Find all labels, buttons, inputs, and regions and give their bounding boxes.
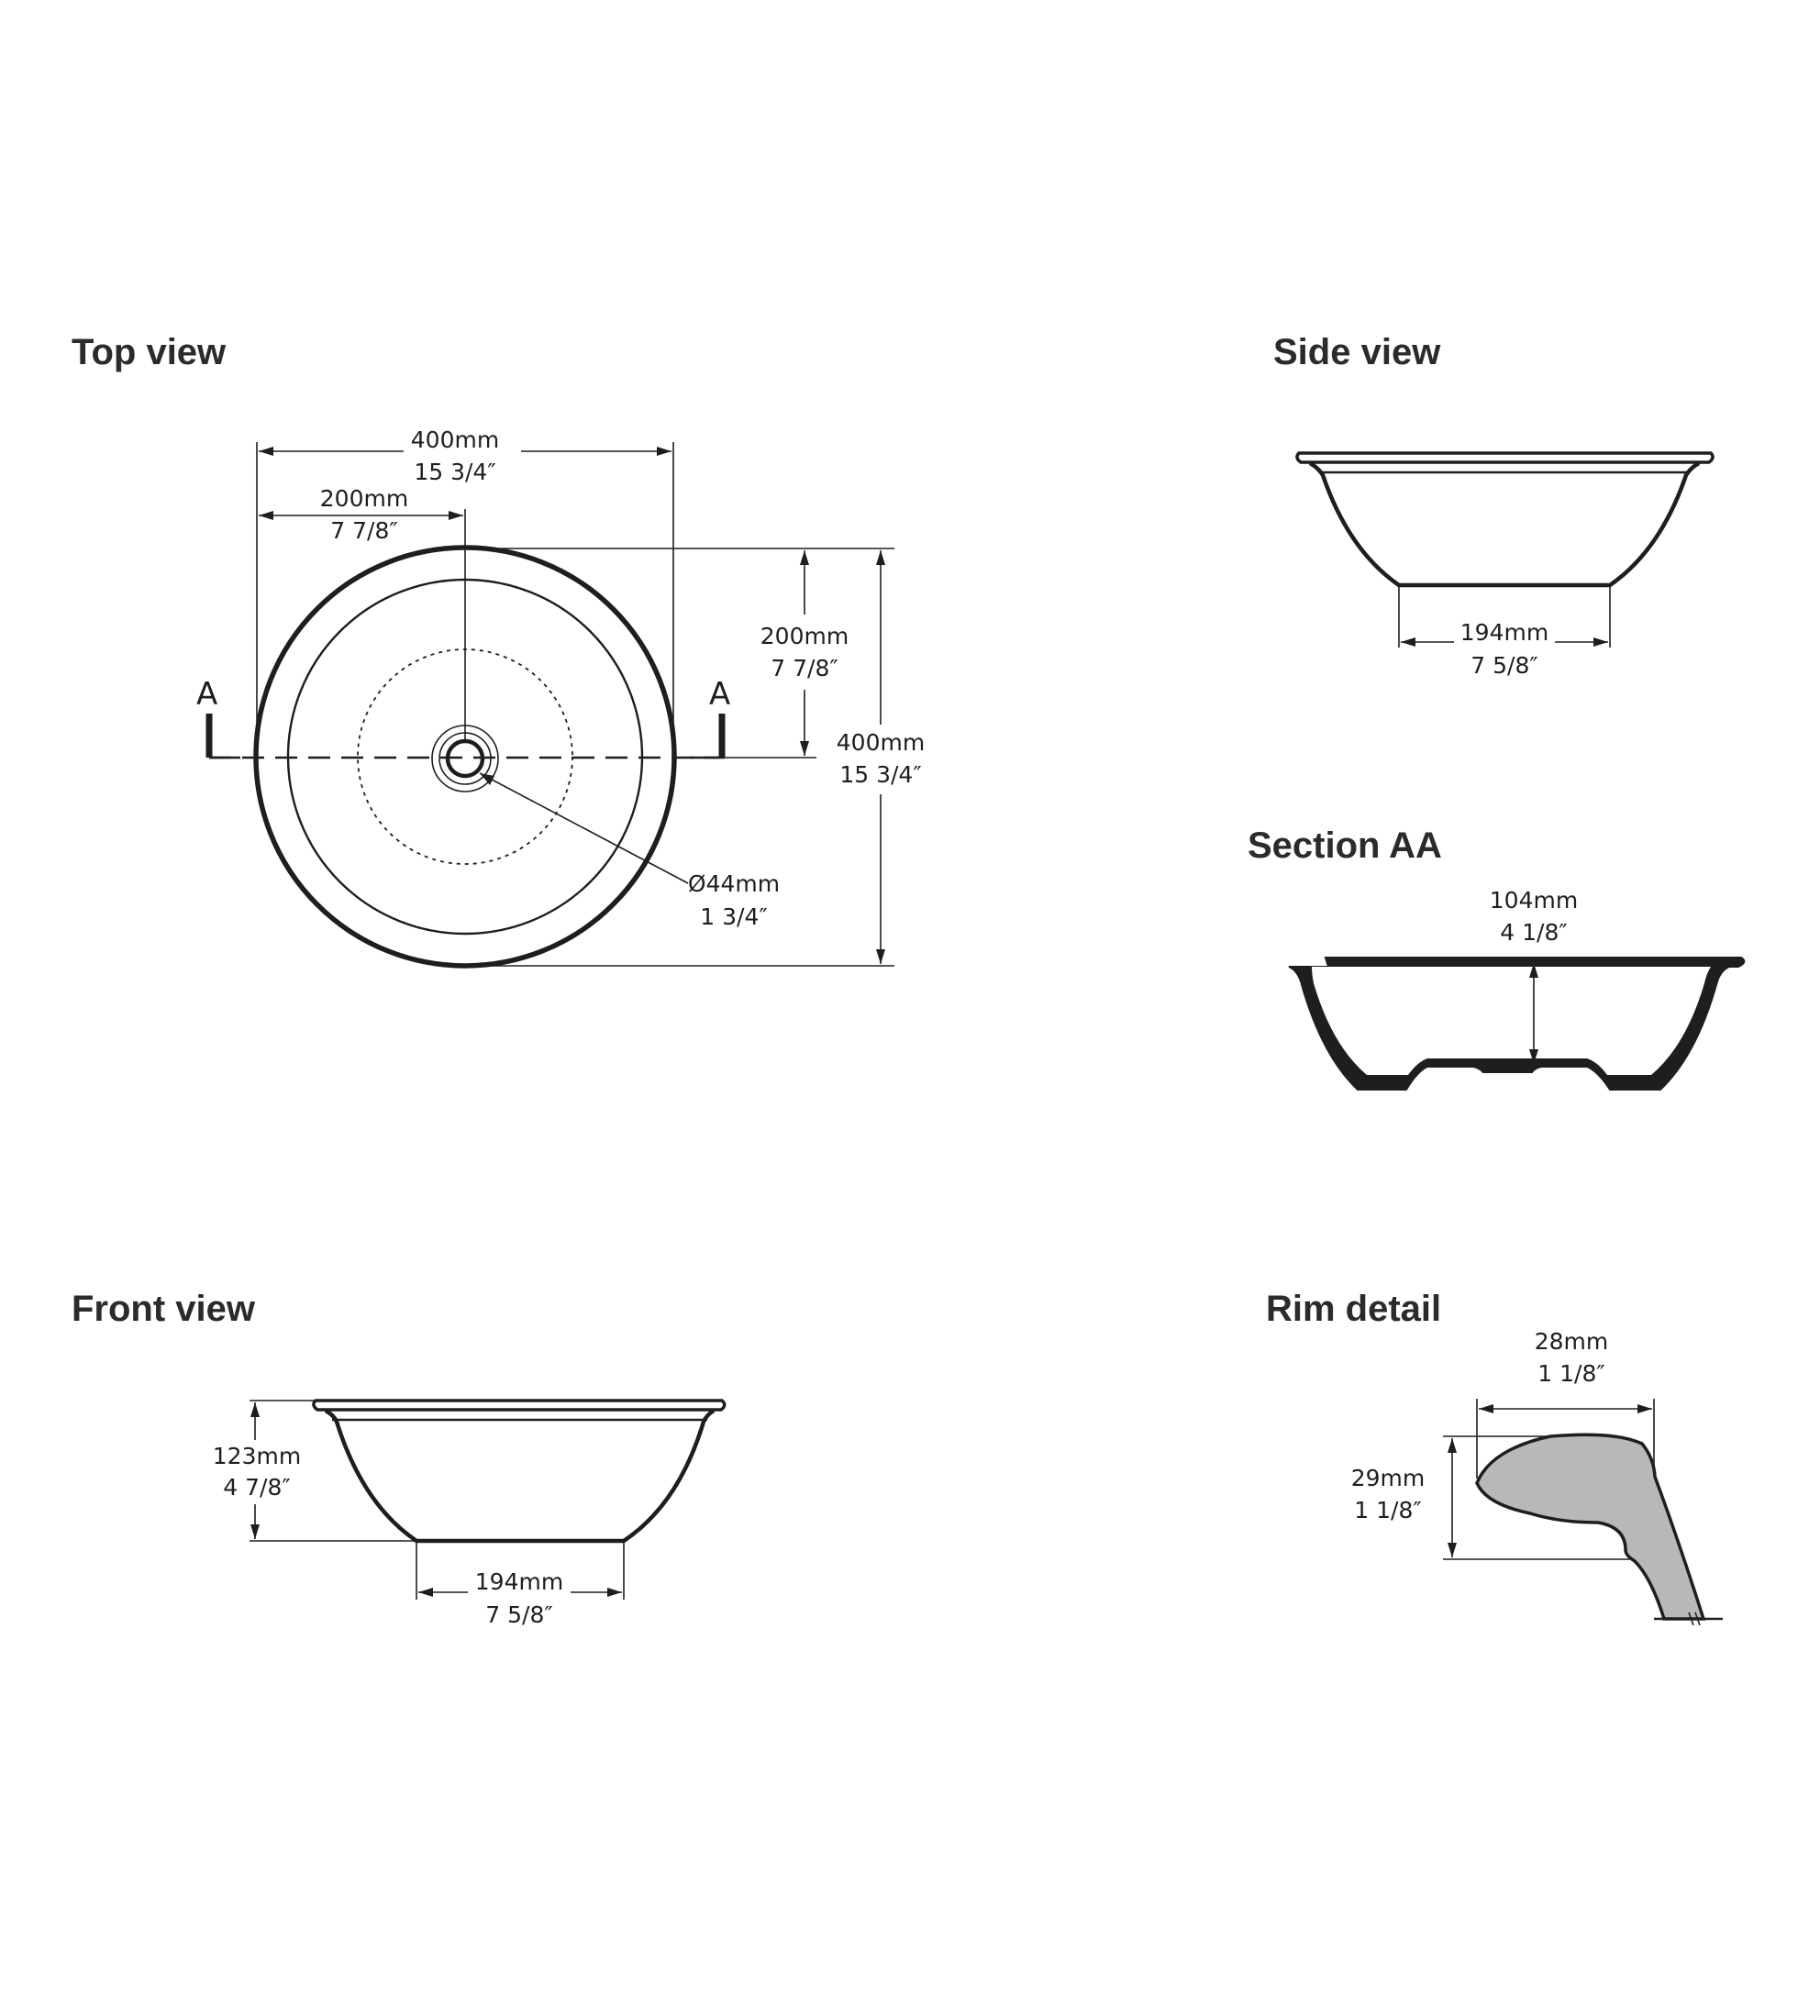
section-depth-mm-label: 104mm (1490, 887, 1578, 914)
center-offset-mm-label: 200mm (320, 485, 408, 512)
front-height-dimension (250, 1402, 260, 1539)
side-view-drawing: 194mm 7 5/8″ (1295, 451, 1715, 679)
vertical-offset-in-label: 7 7/8″ (771, 655, 838, 681)
rim-height-in-label: 1 1/8″ (1354, 1497, 1421, 1523)
section-aa-heading: Section AA (1248, 825, 1442, 866)
section-depth-dimension (1529, 963, 1538, 1064)
rim-height-dimension (1448, 1438, 1457, 1557)
section-base-openings (1438, 1073, 1578, 1090)
section-marker-right-label: A (709, 676, 730, 713)
depth-in-label: 15 3/4″ (839, 761, 921, 788)
front-height-mm-label: 123mm (213, 1443, 301, 1469)
center-offset-in-label: 7 7/8″ (330, 517, 397, 544)
drain-mm-label: Ø44mm (688, 870, 780, 897)
section-aa-drawing: 104mm 4 1/8″ (1288, 887, 1746, 1091)
top-view-heading: Top view (72, 332, 227, 372)
side-rim (1295, 451, 1715, 464)
depth-mm-label: 400mm (837, 729, 925, 756)
front-view-heading: Front view (72, 1289, 256, 1329)
front-base-in-label: 7 5/8″ (485, 1601, 552, 1628)
rim-height-mm-label: 29mm (1351, 1465, 1426, 1491)
dimension-depth-400 (876, 550, 885, 964)
drain-in-label: 1 3/4″ (700, 903, 767, 930)
section-marker-left-label: A (196, 676, 217, 713)
side-base-in-label: 7 5/8″ (1470, 652, 1537, 679)
front-bowl-outline (324, 1409, 716, 1544)
front-height-in-label: 4 7/8″ (223, 1474, 290, 1501)
rim-width-mm-label: 28mm (1535, 1328, 1609, 1355)
dimension-vertical-200 (800, 550, 809, 756)
side-view-heading: Side view (1273, 332, 1441, 372)
rim-profile-section (1475, 1433, 1706, 1621)
front-rim (312, 1399, 727, 1412)
top-view-drawing: A A 400mm 15 3/4″ 200mm 7 7/8″ (196, 426, 925, 969)
section-bowl-inner (1312, 967, 1711, 1075)
dimension-width-400 (259, 447, 671, 456)
width-in-label: 15 3/4″ (414, 459, 495, 485)
section-depth-in-label: 4 1/8″ (1500, 919, 1567, 946)
vertical-offset-mm-label: 200mm (760, 623, 849, 649)
front-base-dimension (418, 1588, 622, 1597)
drain-leader (479, 772, 689, 884)
side-base-dimension (1401, 637, 1608, 647)
front-view-drawing: 123mm 4 7/8″ 194mm 7 5/8″ (213, 1399, 727, 1628)
dimension-center-200 (259, 511, 463, 520)
front-base-mm-label: 194mm (475, 1568, 563, 1595)
width-mm-label: 400mm (411, 426, 499, 453)
rim-width-in-label: 1 1/8″ (1537, 1360, 1604, 1387)
rim-width-dimension (1479, 1404, 1652, 1413)
rim-detail-heading: Rim detail (1266, 1289, 1441, 1329)
side-bowl-outline (1308, 461, 1701, 588)
rim-detail-drawing: 28mm 1 1/8″ 29mm 1 1/8″ (1351, 1328, 1723, 1626)
side-base-mm-label: 194mm (1460, 619, 1548, 646)
